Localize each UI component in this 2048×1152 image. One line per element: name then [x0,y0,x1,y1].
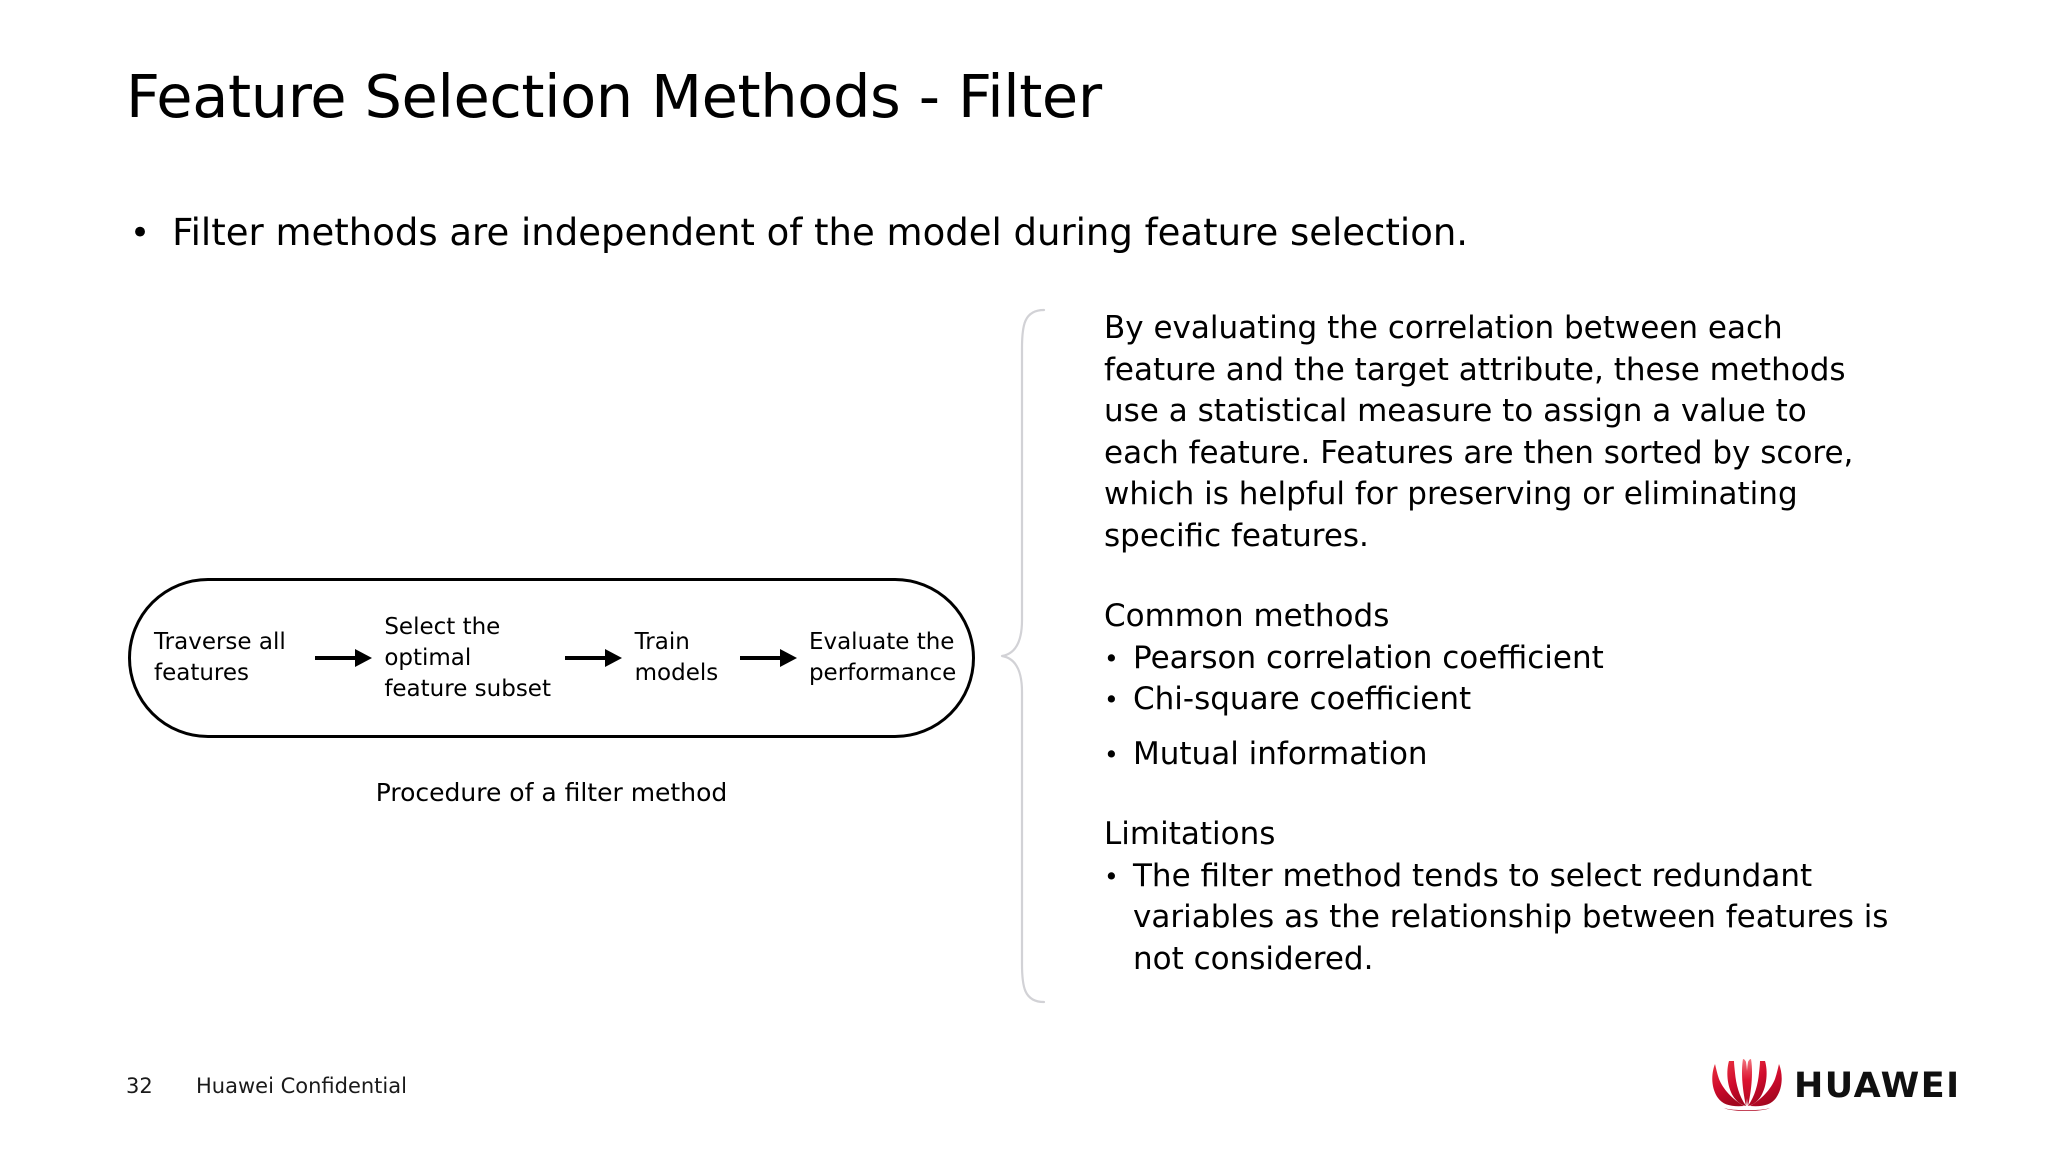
details-panel: By evaluating the correlation between ea… [1104,308,1904,980]
list-item: • The filter method tends to select redu… [1104,856,1904,981]
diagram-step-train-models: Train models [634,629,719,686]
bullet-dot-icon: • [1104,739,1119,769]
right-arrow-icon [565,647,625,669]
page-number: 32 [126,1074,153,1098]
bullet-dot-icon: • [1104,643,1119,673]
diagram-step-evaluate-performance: Evaluate the performance [808,629,957,686]
common-method-pearson: Pearson correlation coefficient [1133,639,1604,676]
diagram-step-select-subset: Select the optimal feature subset [384,613,551,702]
huawei-flower-logo-icon [1712,1059,1782,1111]
common-method-mutual-information: Mutual information [1133,735,1428,772]
limitation-redundant-variables: The filter method tends to select redund… [1133,857,1889,977]
spacer [1104,557,1904,596]
lead-bullet: • Filter methods are independent of the … [130,208,1468,258]
huawei-logo: HUAWEI [1710,1058,1959,1114]
diagram-capsule-outline [128,578,975,738]
spacer [1104,775,1904,814]
list-item: • Pearson correlation coefficient [1104,638,1904,680]
page-title: Feature Selection Methods - Filter [126,62,1102,131]
lead-bullet-text: Filter methods are independent of the mo… [172,211,1469,254]
list-item: • Chi-square coefficient [1104,679,1904,721]
filter-procedure-diagram: Traverse all features Select the optimal… [128,578,975,738]
limitations-heading: Limitations [1104,816,1276,852]
bullet-dot-icon: • [130,213,151,253]
curly-brace-icon [1000,308,1046,1004]
details-paragraph: By evaluating the correlation between ea… [1104,310,1854,554]
diagram-caption: Procedure of a filter method [375,778,728,807]
common-method-chi-square: Chi-square coefficient [1133,681,1472,717]
common-methods-heading: Common methods [1104,598,1390,634]
list-item: • Mutual information [1104,734,1904,776]
right-arrow-icon [739,647,800,669]
diagram-step-traverse-features: Traverse all features [154,629,286,686]
right-arrow-icon [315,647,375,669]
diagram-step-row: Traverse all features Select the optimal… [128,578,975,738]
huawei-wordmark: HUAWEI [1794,1066,1961,1106]
bullet-dot-icon: • [1104,861,1119,891]
confidentiality-label: Huawei Confidential [196,1074,407,1098]
bullet-dot-icon: • [1104,685,1119,714]
